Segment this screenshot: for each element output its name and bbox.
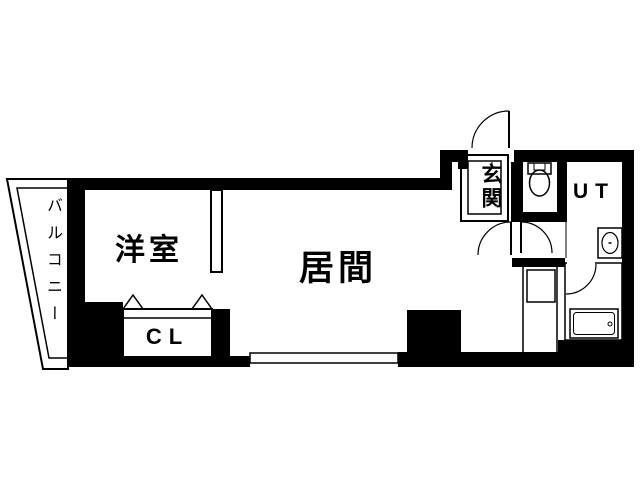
bathtub-inner (573, 312, 615, 335)
balcony-outline (5, 178, 69, 370)
western-room-label: 洋室 (115, 234, 183, 267)
folding-door-icon (121, 293, 145, 310)
wall-under-bath (558, 340, 634, 354)
balcony-label: バルコニー (44, 197, 61, 332)
balcony-window-icon (68, 221, 78, 301)
closet-label: CL (145, 324, 190, 349)
wall-toilet-utility (557, 162, 567, 222)
corridor-door-arc-icon (520, 221, 553, 254)
bath-door-arc-icon (565, 263, 597, 295)
closet-box (122, 308, 213, 358)
kitchen-sink-icon (526, 269, 556, 303)
bathtub-drain-icon (607, 321, 613, 327)
entrance-door-arc-icon (471, 110, 510, 149)
folding-door-icon (190, 293, 214, 310)
washbasin-icon (601, 231, 619, 255)
living-door-arc-icon (477, 221, 512, 256)
wall-bottom-left-mass (68, 302, 123, 366)
entrance-step-inner (467, 160, 502, 215)
balcony-inner-line (16, 187, 68, 359)
wall-right-of-closet (212, 309, 230, 367)
bathtub-icon (569, 308, 619, 339)
utility-label: UT (573, 180, 615, 203)
wall-bottom-left (68, 356, 250, 367)
entrance-step-box (460, 154, 509, 222)
wall-entrance-toilet (511, 162, 523, 222)
wall-top-left (68, 178, 452, 190)
wall-entry-stub (458, 157, 468, 169)
wall-right (622, 150, 634, 362)
toilet-bowl-icon (528, 169, 551, 197)
entrance-label: 玄関 (479, 163, 502, 211)
pillar (407, 310, 461, 357)
partition-wall (210, 189, 223, 273)
wall-corridor-bottom (512, 258, 565, 267)
wall-top-right (514, 150, 634, 162)
living-room-window-icon (249, 352, 399, 364)
living-room-label: 居間 (298, 249, 377, 288)
washbasin-box (597, 227, 623, 259)
wall-below-toilet (511, 212, 557, 222)
toilet-tank-icon (527, 162, 552, 175)
toilet-flush-icon (533, 162, 546, 171)
